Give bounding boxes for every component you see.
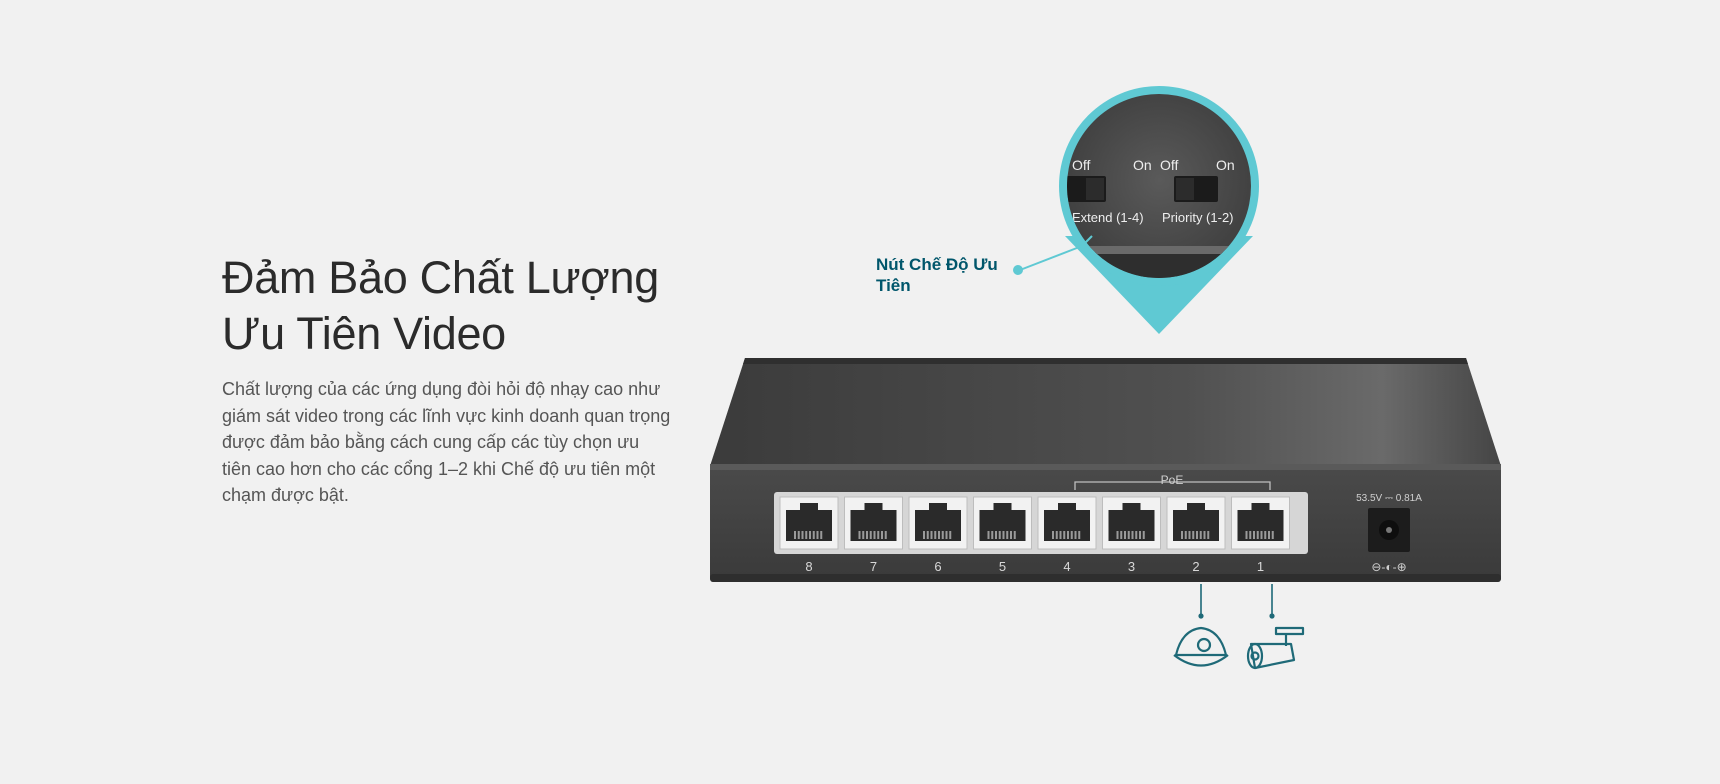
ethernet-port-7: [844, 496, 903, 550]
port-number-5: 5: [999, 559, 1006, 574]
headline-line-2: Ưu Tiên Video: [222, 308, 506, 359]
ethernet-port-8: [779, 496, 839, 550]
ethernet-port-5: [973, 496, 1032, 550]
label-off-left: Off: [1072, 157, 1091, 173]
bullet-camera-icon: [1246, 626, 1305, 670]
priority-button-label: Nút Chế Độ Ưu Tiên: [876, 255, 998, 295]
ethernet-port-1: [1231, 496, 1290, 550]
label-priority: Priority (1-2): [1162, 210, 1234, 225]
switch-top: [710, 358, 1501, 466]
label-extend: Extend (1-4): [1072, 210, 1144, 225]
ethernet-port-2: [1166, 496, 1226, 550]
ethernet-port-4: [1037, 496, 1097, 550]
poe-label: PoE: [1161, 473, 1184, 487]
network-switch: PoE 8 7 6 5 4 3 2 1 53.5V ⎓ 0.81A ⊖-◐-⊕: [710, 358, 1501, 582]
port-number-2: 2: [1192, 559, 1199, 574]
headline-line-1: Đảm Bảo Chất Lượng: [222, 252, 659, 303]
port-number-7: 7: [870, 559, 877, 574]
port-number-3: 3: [1128, 559, 1135, 574]
callout-dot: [1013, 265, 1023, 275]
feature-description: Chất lượng của các ứng dụng đòi hỏi độ n…: [222, 379, 671, 505]
port-number-6: 6: [934, 559, 941, 574]
port-number-8: 8: [805, 559, 812, 574]
dome-camera-icon: [1173, 626, 1229, 667]
ethernet-port-3: [1102, 496, 1161, 550]
feature-headline: Đảm Bảo Chất Lượng Ưu Tiên Video: [222, 250, 692, 362]
label-on-right: On: [1216, 157, 1235, 173]
label-on-left: On: [1133, 157, 1152, 173]
power-rating: 53.5V ⎓ 0.81A: [1356, 493, 1422, 504]
label-off-right: Off: [1160, 157, 1179, 173]
polarity-symbol: ⊖-◐-⊕: [1371, 560, 1406, 574]
port-number-1: 1: [1257, 559, 1264, 574]
port-number-4: 4: [1063, 559, 1070, 574]
ethernet-port-6: [908, 496, 968, 550]
